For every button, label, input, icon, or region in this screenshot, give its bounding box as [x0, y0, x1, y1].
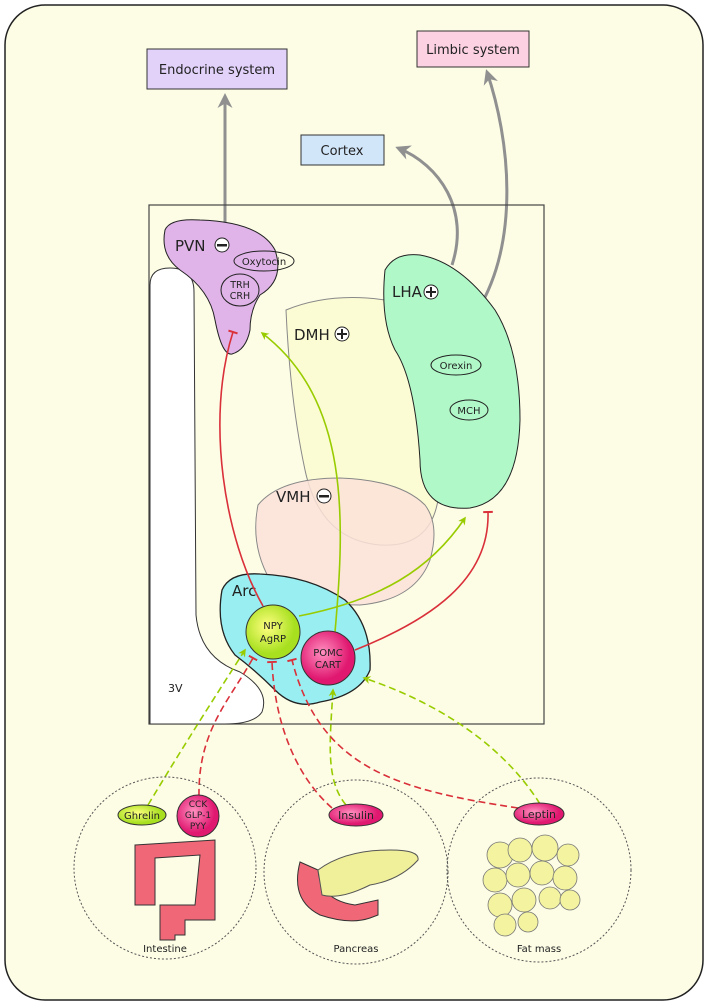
projection-arrows: [217, 69, 509, 311]
crh-label: CRH: [230, 291, 250, 302]
target-limbic: Limbic system: [416, 30, 530, 68]
arc-label: Arc: [232, 582, 256, 600]
svg-text:Leptin: Leptin: [522, 808, 556, 821]
third-ventricle: [149, 267, 265, 725]
svg-text:Cortex: Cortex: [321, 144, 364, 159]
lha-label: LHA: [392, 283, 423, 301]
vmh-label: VMH: [276, 488, 310, 506]
svg-text:NPY: NPY: [263, 621, 283, 632]
intestine-circle: [73, 776, 257, 960]
minus-icon: [214, 237, 230, 253]
pvn-label: PVN: [175, 237, 206, 255]
trh-label: TRH: [229, 280, 250, 291]
svg-text:CART: CART: [315, 660, 342, 671]
fat-mass-label: Fat mass: [517, 944, 561, 955]
minus-icon: [316, 488, 332, 504]
svg-text:GLP-1: GLP-1: [185, 811, 211, 821]
svg-text:Limbic system: Limbic system: [426, 43, 520, 58]
npy-agrp-neuron: NPY AgRP: [245, 604, 301, 660]
third-ventricle-label: 3V: [168, 682, 183, 695]
svg-text:Endocrine system: Endocrine system: [159, 63, 275, 78]
ghrelin-badge: Ghrelin: [117, 804, 167, 826]
svg-text:Insulin: Insulin: [338, 809, 374, 822]
pancreas-icon: [297, 849, 419, 922]
pancreas-circle: [263, 779, 449, 965]
nucleus-lha: [383, 254, 521, 509]
svg-text:Ghrelin: Ghrelin: [124, 811, 160, 822]
fat-cells-icon: [482, 834, 581, 937]
svg-text:AgRP: AgRP: [260, 634, 286, 645]
plus-icon: [334, 326, 350, 342]
plus-icon: [423, 284, 439, 300]
target-cortex: Cortex: [300, 134, 385, 166]
hypothalamus-frame: [148, 204, 545, 725]
orexin-label: Orexin: [440, 361, 473, 372]
neural-connections: [219, 329, 493, 651]
fat-circle: [446, 777, 632, 963]
insulin-badge: Insulin: [328, 803, 384, 827]
cck-glp1-pyy-badge: CCK GLP-1 PYY: [176, 794, 220, 838]
svg-text:POMC: POMC: [313, 648, 343, 659]
pancreas-label: Pancreas: [334, 944, 379, 955]
intestine-label: Intestine: [143, 944, 187, 955]
oxytocin-label: Oxytocin: [242, 257, 286, 268]
dmh-label: DMH: [294, 326, 330, 344]
svg-text:CCK: CCK: [189, 800, 209, 810]
pomc-cart-neuron: POMC CART: [300, 630, 356, 686]
target-endocrine: Endocrine system: [146, 48, 288, 90]
intestine-icon: [134, 839, 216, 941]
mch-label: MCH: [457, 406, 480, 417]
leptin-badge: Leptin: [513, 802, 565, 826]
svg-text:PYY: PYY: [190, 822, 207, 832]
hormone-signals: [147, 648, 541, 809]
